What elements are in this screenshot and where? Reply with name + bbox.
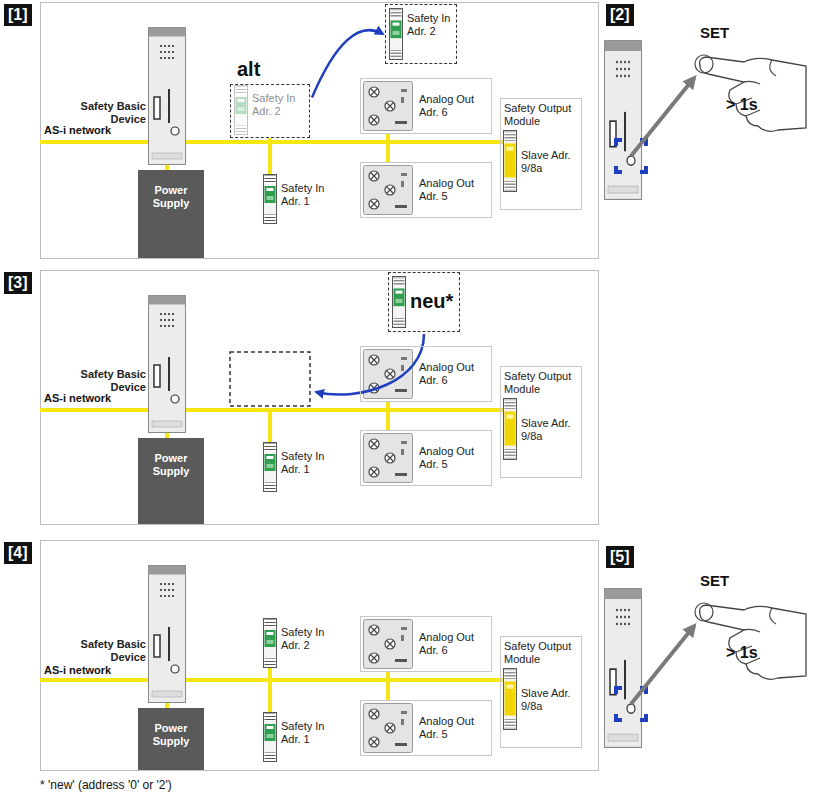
node-text: Analog Out Adr. 5 <box>419 445 489 472</box>
label: SET <box>700 24 729 41</box>
node-text: Safety In Adr. 1 <box>281 450 341 477</box>
node-text: Power Supply <box>138 722 204 749</box>
module-box: Safety In Adr. 1 <box>281 720 341 750</box>
move-arrow <box>312 30 383 97</box>
module-box: altSafety In Adr. 2 <box>230 84 310 138</box>
module-box: Analog Out Adr. 5 <box>360 700 492 756</box>
module-box: Analog Out Adr. 6 <box>360 78 492 134</box>
node-text: Safety In Adr. 1 <box>281 182 341 209</box>
label: AS-i network <box>44 392 111 404</box>
callout-number: [5] <box>606 546 634 568</box>
module-box: Analog Out Adr. 6 <box>360 346 492 402</box>
node-text: neu* <box>410 280 457 313</box>
node-text: Safety Basic Device <box>68 368 146 395</box>
node-text: Slave Adr. 9/8a <box>521 417 581 444</box>
node-text: Analog Out Adr. 5 <box>419 715 489 742</box>
label: SET <box>700 572 729 589</box>
label: > 1s <box>726 644 758 662</box>
node-text: Safety In Adr. 2 <box>407 12 454 39</box>
module-box: Power Supply <box>138 438 204 524</box>
node-text: Slave Adr. 9/8a <box>521 687 581 714</box>
module-box: Safety Output ModuleSlave Adr. 9/8a <box>500 366 582 478</box>
module-box: Safety In Adr. 2 <box>385 4 457 64</box>
node-text: Safety In Adr. 2 <box>252 92 307 119</box>
node-text: Analog Out Adr. 6 <box>419 631 489 658</box>
node-text: Analog Out Adr. 6 <box>419 93 489 120</box>
node-text: Analog Out Adr. 5 <box>419 177 489 204</box>
module-box: Power Supply <box>138 708 204 770</box>
module-box: Analog Out Adr. 5 <box>360 162 492 218</box>
module-box: Power Supply <box>138 170 204 258</box>
node-text: Slave Adr. 9/8a <box>521 149 581 176</box>
callout-number: [4] <box>4 542 32 564</box>
callout-number: [1] <box>4 4 32 26</box>
node-heading: Safety Output Module <box>504 370 578 397</box>
module-box: Safety In Adr. 1 <box>281 182 341 212</box>
module-box: Safety Basic Device <box>68 638 146 668</box>
node-heading: Safety Output Module <box>504 640 578 667</box>
node-text: Safety Basic Device <box>68 638 146 665</box>
module-box: Safety Output ModuleSlave Adr. 9/8a <box>500 98 582 210</box>
label: > 1s <box>726 96 758 114</box>
module-box: Analog Out Adr. 5 <box>360 430 492 486</box>
node-text: Safety In Adr. 1 <box>281 720 341 747</box>
node-heading: alt <box>237 57 260 81</box>
callout-number: [3] <box>4 272 32 294</box>
caption: * 'new' (address '0' or '2') <box>40 778 172 792</box>
callout-number: [2] <box>606 4 634 26</box>
label: AS-i network <box>44 664 111 676</box>
node-text: Power Supply <box>138 452 204 479</box>
module-box: Safety Output ModuleSlave Adr. 9/8a <box>500 636 582 748</box>
node-text: Analog Out Adr. 6 <box>419 361 489 388</box>
module-box: neu* <box>388 272 460 332</box>
module-box: Analog Out Adr. 6 <box>360 616 492 672</box>
node-text: Safety In Adr. 2 <box>281 626 341 653</box>
node-text: Safety Basic Device <box>68 100 146 127</box>
module-box: Safety In Adr. 2 <box>281 626 341 656</box>
node-text: Power Supply <box>138 184 204 211</box>
node-heading: Safety Output Module <box>504 102 578 129</box>
label: AS-i network <box>44 124 111 136</box>
module-box: Safety In Adr. 1 <box>281 450 341 480</box>
